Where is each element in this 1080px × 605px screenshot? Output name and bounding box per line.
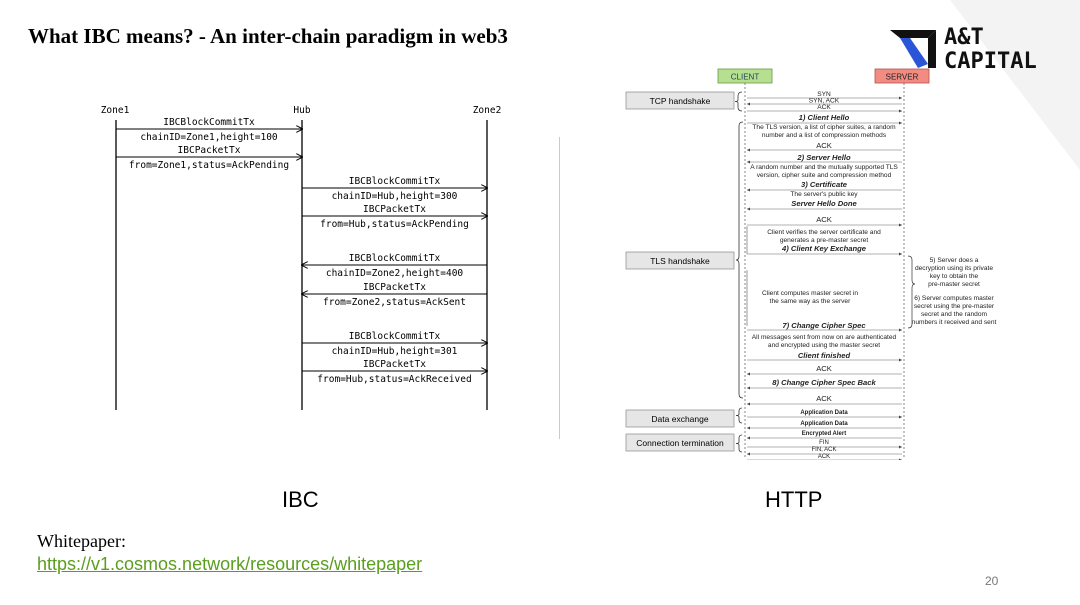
corner-decoration: [950, 0, 1080, 170]
http-texts: SYN SYN, ACK ACK 1) Client Hello The TLS…: [750, 91, 996, 460]
phase-termination: Connection termination: [625, 433, 743, 453]
svg-text:3) Certificate: 3) Certificate: [801, 180, 848, 189]
svg-text:A random number and the mutual: A random number and the mutually support…: [750, 164, 898, 171]
svg-text:ACK: ACK: [816, 141, 832, 150]
logo-line1: A&T: [944, 25, 984, 50]
logo-mark-icon: [890, 30, 936, 68]
svg-text:the same way as the server: the same way as the server: [770, 298, 851, 305]
phase-tls: TLS handshake: [625, 121, 744, 399]
svg-text:Data exchange: Data exchange: [651, 414, 708, 424]
svg-text:TCP handshake: TCP handshake: [650, 96, 711, 106]
ibc-message-title: IBCBlockCommitTx: [349, 253, 441, 264]
whitepaper-label: Whitepaper:: [37, 531, 126, 551]
ibc-message-detail: chainID=Hub,height=301: [332, 346, 458, 357]
svg-text:Client verifies the server cer: Client verifies the server certificate a…: [767, 229, 881, 236]
svg-text:secret and the random: secret and the random: [921, 311, 987, 318]
whitepaper-link[interactable]: https://v1.cosmos.network/resources/whit…: [37, 554, 423, 574]
company-logo: A&T CAPITAL: [890, 25, 1037, 74]
svg-text:SYN, ACK: SYN, ACK: [809, 98, 840, 105]
logo-line2: CAPITAL: [944, 49, 1037, 74]
svg-text:Connection termination: Connection termination: [636, 438, 724, 448]
svg-text:All messages sent from now on: All messages sent from now on are authen…: [752, 334, 897, 341]
http-arrows: [747, 96, 902, 460]
svg-text:Client computes master secret: Client computes master secret in: [762, 290, 858, 297]
http-caption: HTTP: [765, 487, 823, 512]
ibc-message-detail: chainID=Hub,height=300: [332, 191, 458, 202]
svg-text:2) Server Hello: 2) Server Hello: [796, 153, 851, 162]
svg-text:6) Server computes master: 6) Server computes master: [914, 295, 994, 302]
svg-text:FIN, ACK: FIN, ACK: [811, 447, 836, 453]
svg-text:ACK: ACK: [818, 454, 830, 460]
phase-tcp: TCP handshake: [625, 91, 743, 112]
svg-text:FIN: FIN: [819, 440, 829, 446]
column-divider: [559, 137, 560, 439]
ibc-message-title: IBCPacketTx: [178, 145, 241, 156]
svg-text:The TLS version, a list of cip: The TLS version, a list of cipher suites…: [752, 124, 896, 131]
ibc-message-title: IBCBlockCommitTx: [163, 117, 255, 128]
page-number: 20: [985, 574, 999, 588]
client-label: CLIENT: [731, 73, 760, 82]
ibc-message-title: IBCBlockCommitTx: [349, 176, 441, 187]
slide-title: What IBC means? - An inter-chain paradig…: [28, 24, 508, 48]
svg-text:Application Data: Application Data: [800, 421, 848, 427]
svg-text:5) Server does a: 5) Server does a: [930, 257, 979, 264]
phase-data: Data exchange: [625, 407, 743, 428]
svg-text:numbers it received and sent: numbers it received and sent: [912, 319, 997, 326]
ibc-message-detail: from=Zone1,status=AckPending: [129, 160, 289, 171]
server-label: SERVER: [886, 73, 919, 82]
svg-text:ACK: ACK: [816, 215, 832, 224]
ibc-message-title: IBCPacketTx: [363, 204, 426, 215]
ibc-message-detail: from=Hub,status=AckPending: [320, 219, 469, 230]
ibc-message-detail: from=Zone2,status=AckSent: [323, 297, 466, 308]
svg-text:Client finished: Client finished: [798, 351, 851, 360]
ibc-diagram: Zone1 Hub Zone2 IBCBlockCommitTx chainID=…: [101, 105, 502, 410]
svg-text:Encrypted Alert: Encrypted Alert: [802, 431, 846, 437]
svg-text:version, cipher suite and comp: version, cipher suite and compression me…: [757, 172, 892, 179]
svg-text:1) Client Hello: 1) Client Hello: [799, 113, 850, 122]
svg-text:ACK: ACK: [817, 104, 831, 111]
svg-text:key to obtain the: key to obtain the: [930, 273, 979, 280]
svg-text:decryption using its private: decryption using its private: [915, 265, 993, 272]
ibc-message-detail: chainID=Zone1,height=100: [140, 132, 278, 143]
svg-text:TLS handshake: TLS handshake: [650, 256, 710, 266]
svg-text:SYN: SYN: [817, 91, 831, 98]
ibc-message-detail: chainID=Zone2,height=400: [326, 268, 464, 279]
svg-text:Application Data: Application Data: [800, 410, 848, 416]
ibc-message-title: IBCBlockCommitTx: [349, 331, 441, 342]
http-diagram: CLIENT SERVER TCP handshake TLS handshak…: [625, 68, 996, 460]
svg-text:pre-master secret: pre-master secret: [928, 281, 980, 288]
svg-text:4) Client Key Exchange: 4) Client Key Exchange: [781, 244, 867, 253]
svg-text:ACK: ACK: [816, 394, 832, 403]
zone1-label: Zone1: [101, 105, 130, 116]
ibc-message-detail: from=Hub,status=AckReceived: [317, 374, 471, 385]
ibc-caption: IBC: [282, 487, 319, 512]
svg-text:secret using the pre-master: secret using the pre-master: [914, 303, 995, 310]
svg-text:Server Hello Done: Server Hello Done: [791, 199, 857, 208]
hub-label: Hub: [293, 105, 310, 116]
svg-text:number and a list of compressi: number and a list of compression methods: [762, 132, 887, 139]
zone2-label: Zone2: [473, 105, 502, 116]
svg-text:generates a pre-master secret: generates a pre-master secret: [780, 237, 868, 244]
svg-text:8) Change Cipher Spec Back: 8) Change Cipher Spec Back: [772, 378, 876, 387]
ibc-message-title: IBCPacketTx: [363, 282, 426, 293]
ibc-message-title: IBCPacketTx: [363, 359, 426, 370]
svg-text:The server's public key: The server's public key: [790, 191, 858, 198]
svg-text:ACK: ACK: [816, 364, 832, 373]
svg-text:and encrypted using the master: and encrypted using the master secret: [768, 342, 880, 349]
svg-text:7) Change Cipher Spec: 7) Change Cipher Spec: [782, 321, 866, 330]
server-box: [874, 68, 930, 84]
